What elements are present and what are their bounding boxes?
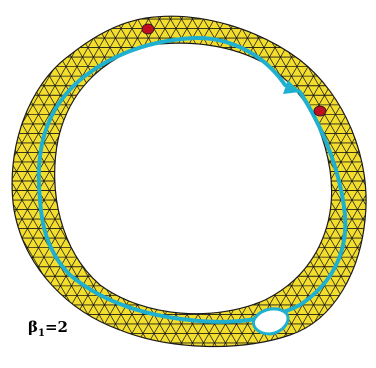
hole-region (253, 309, 288, 334)
marker-right (314, 106, 326, 116)
beta-subscript: 1 (38, 328, 45, 339)
betti-number-label: β1=2 (28, 318, 68, 339)
beta-symbol: β (28, 318, 38, 336)
beta-value: =2 (45, 318, 68, 336)
marker-top (142, 24, 154, 34)
